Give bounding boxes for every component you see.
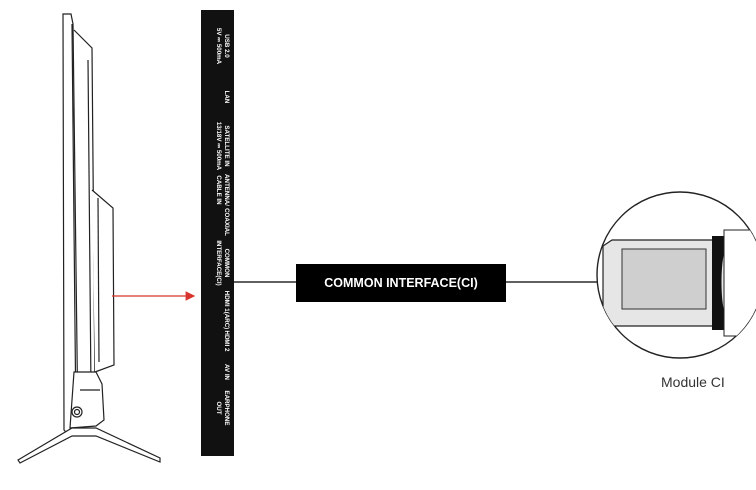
tv-rear-inner: [87, 59, 92, 391]
port-label-hdmi2-1: HDMI 2: [223, 331, 230, 353]
port-label-usb-1: USB 2.0: [223, 34, 230, 58]
port-label-antenna-1: ANTENNA/: [223, 174, 230, 206]
port-label-hdmi1-1: HDMI 1(ARC): [223, 291, 230, 330]
connector-panel: [201, 10, 234, 456]
tv-port-bump: [91, 189, 115, 373]
ci-callout-box: [296, 264, 506, 302]
ci-slot: [712, 236, 726, 330]
port-label-antenna-2: CABLE IN: [215, 175, 222, 205]
tv-screen-edge: [71, 23, 77, 429]
port-label-common-interface-1: COMMON: [223, 249, 230, 278]
ci-callout-label: COMMON INTERFACE(CI): [324, 276, 477, 290]
ci-card-label-area: [621, 248, 707, 310]
port-label-satellite-1: SATELLITE IN: [223, 125, 230, 167]
tv-port-bump-inner: [97, 197, 100, 363]
port-label-earphone-2: OUT: [215, 401, 222, 414]
port-label-common-interface-2: INTERFACE(CI): [215, 240, 222, 285]
ci-slot-frame: [723, 229, 756, 337]
tv-power-button: [71, 406, 83, 418]
tv-stand-foot: [17, 427, 161, 464]
port-label-satellite-2: 13/18V ⎓ 500mA: [215, 122, 222, 171]
module-ci-caption: Module CI: [661, 374, 725, 390]
port-label-earphone-1: EARPHONE: [223, 390, 230, 425]
port-label-av-in-1: AV IN: [223, 364, 230, 381]
port-label-lan-1: LAN: [223, 91, 230, 104]
tv-power-button-inner: [73, 408, 81, 416]
port-label-usb-2: 5V ⎓ 500mA: [215, 28, 222, 65]
tv-side-view: [17, 13, 161, 464]
tv-stand-neck: [69, 371, 105, 429]
ci-module-magnifier: [596, 191, 756, 359]
port-label-coaxial-1: COAXIAL: [223, 208, 230, 236]
